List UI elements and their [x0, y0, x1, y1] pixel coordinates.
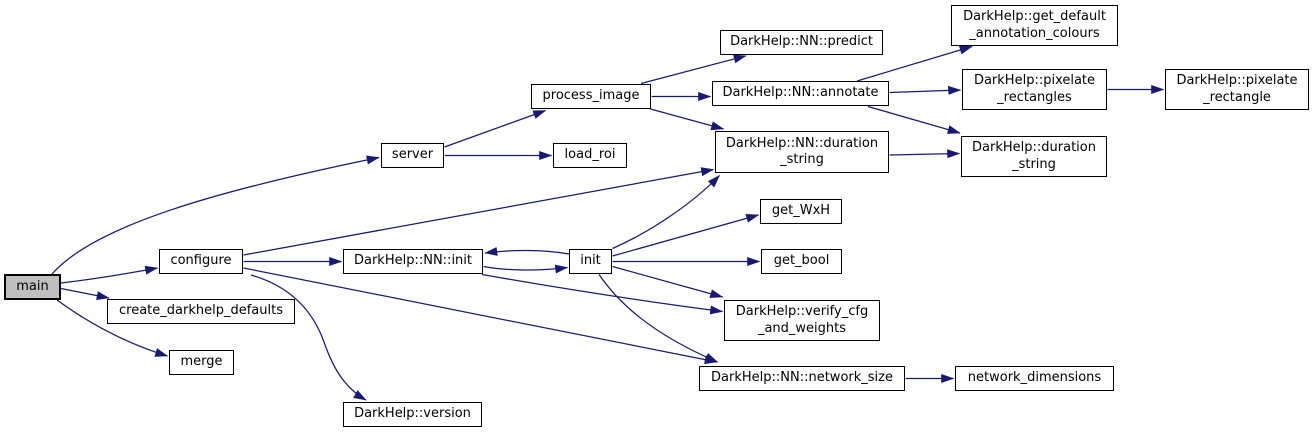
node-label: get_bool: [773, 253, 830, 269]
node-label: server: [391, 147, 434, 163]
node-network-dimensions[interactable]: network_dimensions: [955, 366, 1114, 391]
node-label: DarkHelp::pixelate: [1176, 73, 1298, 88]
edge-configure-to-nn-duration-string: [243, 167, 715, 256]
node-label: _annotation_colours: [969, 25, 1100, 41]
node-process-image[interactable]: process_image: [531, 84, 651, 109]
node-label: _string: [1012, 156, 1056, 172]
edge-main-to-configure: [60, 265, 159, 284]
node-label: DarkHelp::duration: [972, 140, 1096, 155]
edge-nn-annotate-to-pixelate-rectangles: [889, 85, 962, 95]
node-load-roi[interactable]: load_roi: [553, 143, 627, 168]
node-darkhelp-version[interactable]: DarkHelp::version: [343, 402, 482, 427]
node-label: get_WxH: [771, 203, 831, 219]
edge-nn-init-to-init: [483, 264, 569, 274]
node-label: _and_weights: [757, 320, 847, 336]
node-get-default-annotation-colours[interactable]: DarkHelp::get_default_annotation_colours: [951, 5, 1118, 46]
edge-process-image-to-nn-duration-string: [650, 108, 725, 131]
node-create-darkhelp-defaults[interactable]: create_darkhelp_defaults: [107, 299, 295, 324]
node-label: DarkHelp::pixelate: [973, 73, 1096, 88]
node-get-bool[interactable]: get_bool: [761, 249, 842, 274]
edge-nn-duration-string-to-darkhelp-duration-string: [889, 149, 961, 159]
node-nn-duration-string[interactable]: DarkHelp::NN::duration_string: [715, 131, 889, 173]
node-label: _rectangles: [997, 89, 1072, 105]
node-configure[interactable]: configure: [159, 249, 243, 274]
node-label: DarkHelp::get_default: [963, 9, 1106, 24]
node-label: main: [16, 278, 49, 294]
node-server[interactable]: server: [381, 143, 444, 168]
node-label: network_dimensions: [967, 370, 1102, 386]
node-label: DarkHelp::NN::annotate: [722, 85, 879, 101]
edge-init-to-verify-cfg-and-weights: [612, 265, 724, 299]
node-nn-annotate[interactable]: DarkHelp::NN::annotate: [712, 81, 889, 106]
node-label: init: [580, 253, 601, 269]
node-label: process_image: [542, 88, 640, 104]
edge-nn-init-to-verify-cfg-and-weights: [481, 273, 724, 315]
edge-nn-annotate-to-get-default-annotation-colours: [856, 45, 973, 82]
edge-main-to-server: [51, 155, 380, 275]
edge-configure-to-darkhelp-version: [250, 274, 367, 401]
node-label: DarkHelp::NN::duration: [725, 135, 879, 151]
edge-nn-annotate-to-darkhelp-duration-string: [867, 105, 961, 134]
node-label: configure: [170, 253, 232, 269]
node-verify-cfg-and-weights[interactable]: DarkHelp::verify_cfg_and_weights: [724, 300, 880, 341]
node-main[interactable]: main: [4, 274, 61, 300]
node-label: DarkHelp::NN::predict: [730, 34, 873, 50]
node-label: DarkHelp::NN::init: [353, 253, 472, 269]
node-label: create_darkhelp_defaults: [119, 303, 283, 319]
edge-init-to-nn-network-size: [598, 274, 719, 363]
edge-configure-to-nn-network-size: [243, 267, 718, 365]
edge-server-to-process-image: [444, 109, 547, 148]
edge-main-to-merge: [56, 299, 169, 357]
node-label: _rectangle: [1203, 89, 1271, 105]
node-pixelate-rectangle[interactable]: DarkHelp::pixelate_rectangle: [1165, 69, 1309, 110]
node-nn-init[interactable]: DarkHelp::NN::init: [343, 249, 483, 274]
edge-main-to-create-darkhelp-defaults: [60, 287, 110, 301]
node-label: load_roi: [564, 147, 616, 163]
node-label: DarkHelp::verify_cfg: [735, 304, 869, 319]
node-get-wxh[interactable]: get_WxH: [760, 199, 842, 224]
node-label: _string: [780, 152, 824, 167]
node-pixelate-rectangles[interactable]: DarkHelp::pixelate_rectangles: [962, 69, 1107, 110]
edge-init-to-nn-duration-string: [612, 174, 720, 250]
edge-init-to-get-wxh: [612, 213, 760, 257]
node-init[interactable]: init: [569, 249, 612, 274]
node-darkhelp-duration-string[interactable]: DarkHelp::duration_string: [961, 136, 1107, 177]
node-merge[interactable]: merge: [169, 350, 234, 375]
edge-process-image-to-nn-predict: [640, 54, 747, 85]
node-label: DarkHelp::NN::network_size: [711, 370, 893, 386]
edge-init-to-nn-init: [484, 246, 570, 256]
node-label: merge: [180, 354, 223, 370]
node-nn-predict[interactable]: DarkHelp::NN::predict: [720, 30, 883, 55]
node-label: DarkHelp::version: [354, 406, 471, 422]
node-nn-network-size[interactable]: DarkHelp::NN::network_size: [699, 366, 905, 391]
